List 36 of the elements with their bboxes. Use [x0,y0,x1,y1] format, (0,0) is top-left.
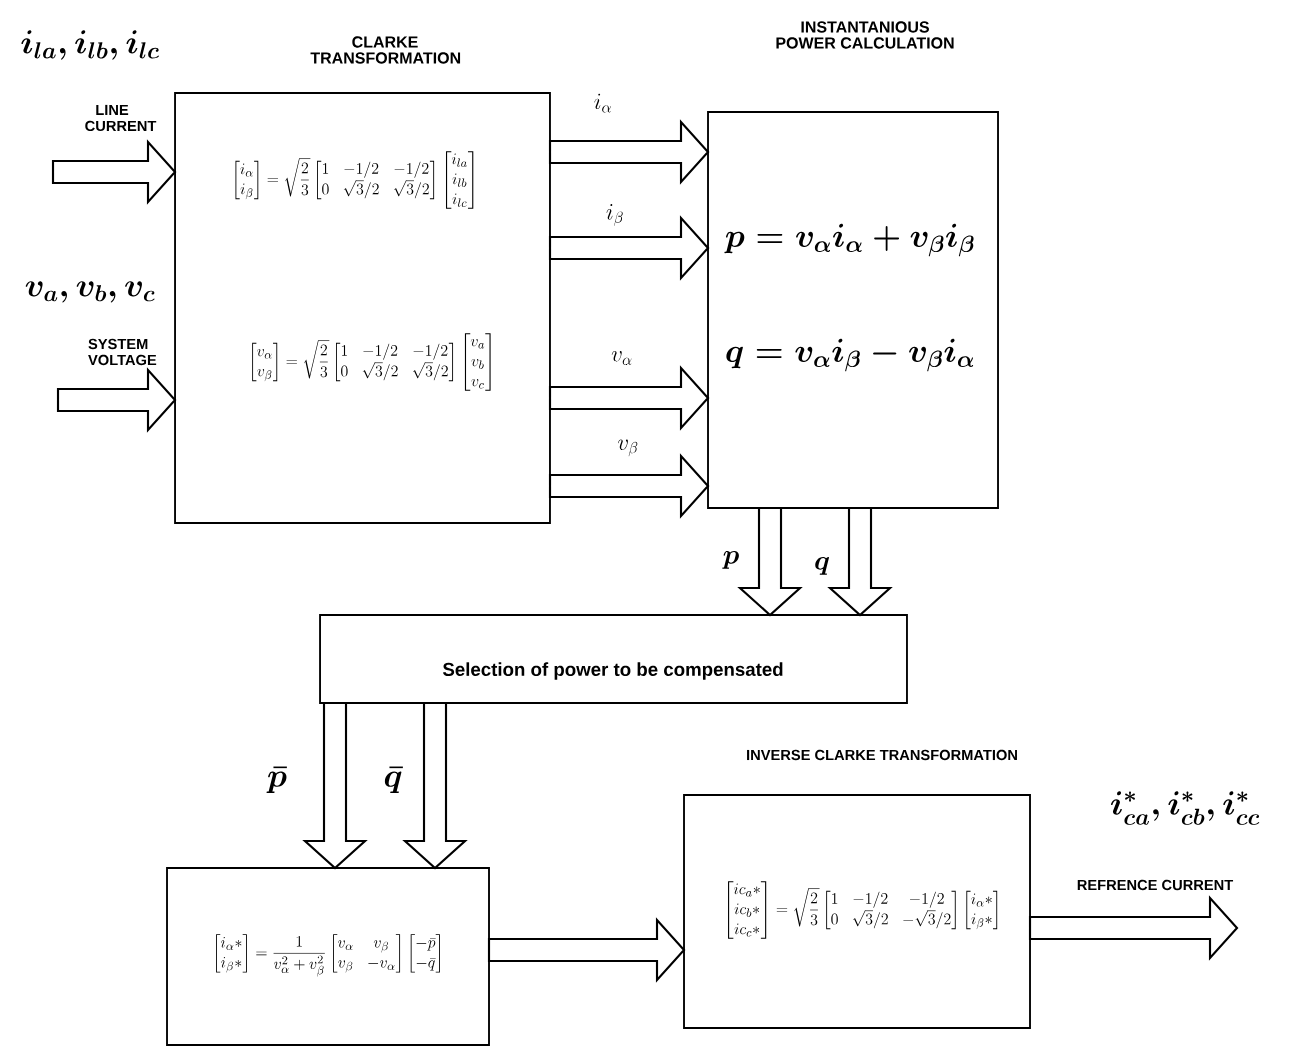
box-heading: CLARKE TRANSFORMATION [310,36,461,64]
block-arrow [548,453,710,519]
edge-label: $q$ [815,556,829,575]
signal-label: $v_a, v_b, v_c$ [25,281,155,303]
edge-label: $\bar{q}$ [384,766,403,794]
edge-label: $v_\beta$ [618,439,638,457]
edge-label: LINE CURRENT [85,104,157,132]
formula: $\begin{bmatrix} ic_a * \\ ic_b * \\ ic_c * \end{bmatrix} = \sqrt{\frac{2}{3}} \begin{bmatrix} 1 & -1/2 & -1/2 \\ 0 & \sqrt{3}/2 & -\sqrt{3}/2 \end{bmatrix} \begin{bmatrix} i_\alpha * \\ i_\beta * \end{bmatrix}$ [728,881,998,939]
edge-label: $v_\alpha$ [611,351,632,365]
edge-label: SYSTEM VOLTAGE [88,338,157,366]
block-arrow [737,506,803,617]
formula: $q = v_\alpha i_\beta - v_\beta i_\alpha$ [726,338,974,372]
block-arrow [302,701,368,870]
block-arrow [51,139,177,205]
block-arrow [548,119,710,185]
signal-label: $i_{la}, i_{lb}, i_{lc}$ [21,30,159,60]
edge-label: $i_\beta$ [606,204,623,226]
formula: $p = v_\alpha i_\alpha + v_\beta i_\beta$ [724,223,974,257]
formula: $\begin{bmatrix} v_\alpha \\ v_\beta \end{bmatrix} = \sqrt{\frac{2}{3}} \begin{bmatrix} 1 & -1/2 & -1/2 \\ 0 & \sqrt{3}/2 & \sqrt{3}/2 \end{bmatrix} \begin{bmatrix} v_a \\ v_b \\ v_c \end{bmatrix}$ [252,333,491,391]
edge-label: $i_\alpha$ [594,93,611,113]
block-arrow [827,506,893,617]
block-arrow [487,917,686,983]
formula: $\begin{bmatrix} i_\alpha \\ i_\beta \end{bmatrix} = \sqrt{\frac{2}{3}} \begin{bmatrix} 1 & -1/2 & -1/2 \\ 0 & \sqrt{3}/2 & \sqrt{3}/2 \end{bmatrix} \begin{bmatrix} i_{la} \\ i_{lb} \\ i_{lc} \end{bmatrix}$ [235,151,474,209]
edge-label: $p$ [722,550,739,569]
box-heading: INSTANTANIOUS POWER CALCULATION [776,21,954,49]
box-text: Selection of power to be compensated [442,662,783,680]
formula: $\begin{bmatrix} i_\alpha * \\ i_\beta * \end{bmatrix} = \frac{1}{v_\alpha^2 + v_\beta^2} \begin{bmatrix} v_\alpha & v_\beta \\ v_\beta & -v_\alpha \end{bmatrix} \begin{bmatrix} -\bar{p} \\ -\bar{q} \end{bmatrix}$ [216,934,440,977]
edge-label: $\bar{p}$ [266,766,287,794]
block-arrow [548,215,710,281]
edge-label: REFRENCE CURRENT [1077,879,1234,891]
block-arrow [56,367,177,433]
block-arrow [402,701,468,870]
block-arrow [548,365,710,431]
block-arrow [1028,895,1239,961]
box-heading: INVERSE CLARKE TRANSFORMATION [747,749,1017,761]
signal-label: $i^*_{ca}, i^*_{cb}, i^*_{cc}$ [1111,791,1260,825]
